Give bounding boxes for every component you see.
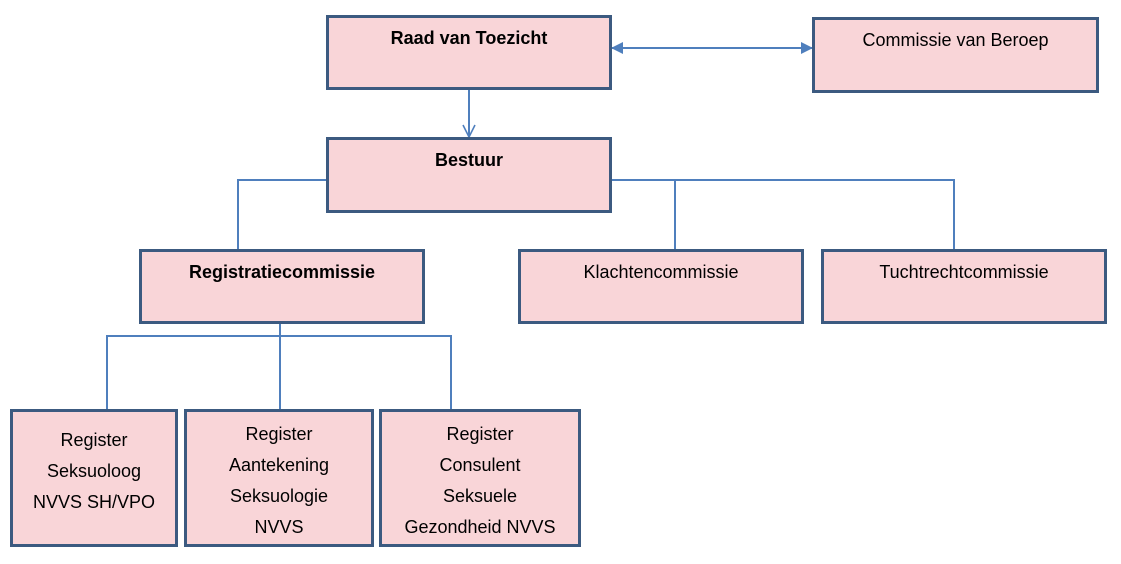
node-register-aantekening: Register Aantekening Seksuologie NVVS [184, 409, 374, 547]
bestuur-registratie-connector [237, 179, 327, 249]
node-bestuur-label: Bestuur [434, 150, 503, 170]
line-1: Register [245, 424, 313, 444]
node-commissie-van-beroep-label: Commissie van Beroep [862, 30, 1049, 50]
line-1: Register [60, 430, 128, 450]
line-3: Seksuele [442, 486, 518, 506]
bestuur-right-connector [611, 179, 955, 249]
node-tuchtrechtcommissie-label: Tuchtrechtcommissie [879, 262, 1049, 282]
node-register-consulent: Register Consulent Seksuele Gezondheid N… [379, 409, 581, 547]
line-3: NVVS SH/VPO [32, 492, 156, 512]
line-2: Seksuoloog [46, 461, 142, 481]
line-4: NVVS [254, 517, 304, 537]
node-raad-van-toezicht-label: Raad van Toezicht [390, 28, 548, 48]
node-tuchtrechtcommissie: Tuchtrechtcommissie [821, 249, 1107, 324]
line-1: Register [446, 424, 514, 444]
line-3: Seksuologie [229, 486, 329, 506]
node-registratiecommissie-label: Registratiecommissie [188, 262, 376, 282]
line-2: Aantekening [228, 455, 330, 475]
node-commissie-van-beroep: Commissie van Beroep [812, 17, 1099, 93]
node-bestuur: Bestuur [326, 137, 612, 213]
node-klachtencommissie-label: Klachtencommissie [583, 262, 739, 282]
line-4: Gezondheid NVVS [404, 517, 556, 537]
node-raad-van-toezicht: Raad van Toezicht [326, 15, 612, 90]
node-klachtencommissie: Klachtencommissie [518, 249, 804, 324]
node-registratiecommissie: Registratiecommissie [139, 249, 425, 324]
node-register-seksuoloog: Register Seksuoloog NVVS SH/VPO [10, 409, 178, 547]
line-2: Consulent [439, 455, 521, 475]
